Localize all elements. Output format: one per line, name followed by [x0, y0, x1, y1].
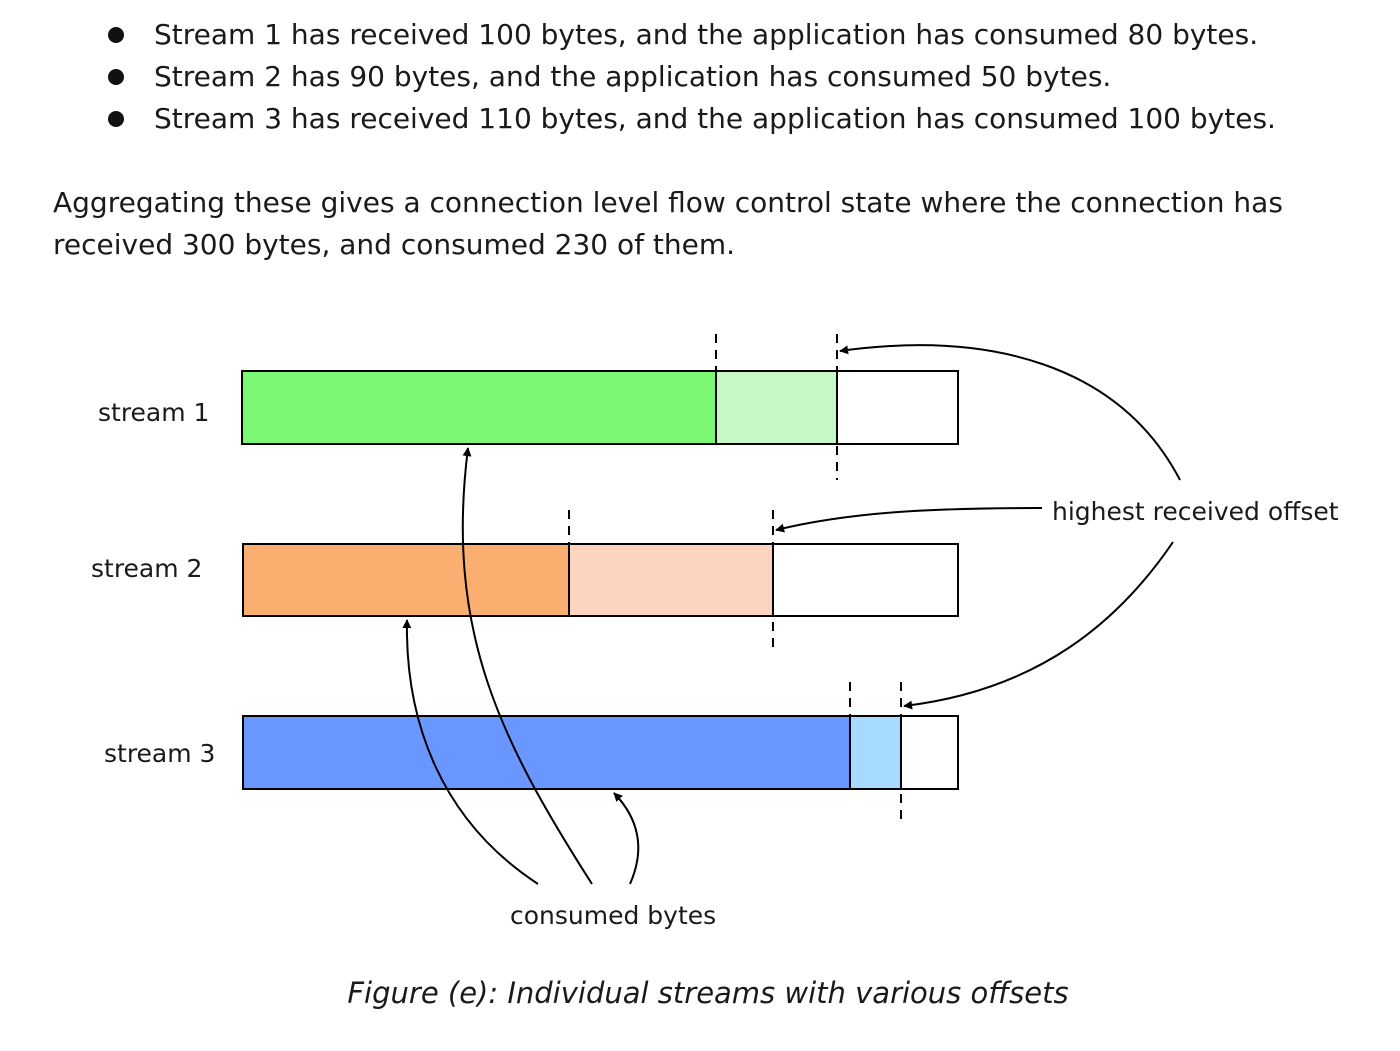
stream-bullet-list: Stream 1 has received 100 bytes, and the…	[100, 14, 1276, 140]
stream-2-free-segment	[772, 543, 959, 617]
stream-1-label: stream 1	[98, 398, 209, 427]
bullet-item: Stream 1 has received 100 bytes, and the…	[100, 14, 1276, 56]
highest-offset-arrow-stream-1	[839, 344, 1181, 481]
bullet-dot	[108, 111, 124, 127]
stream-1-consumed-segment	[241, 370, 717, 445]
bullet-text: Stream 2 has 90 bytes, and the applicati…	[154, 60, 1112, 93]
stream-2-consumed-segment	[242, 543, 570, 617]
stream-1-received-segment	[715, 370, 838, 445]
highest-offset-arrow-stream-2	[775, 507, 1043, 533]
bullet-text: Stream 3 has received 110 bytes, and the…	[154, 102, 1276, 135]
stream-1-free-segment	[836, 370, 959, 445]
highest-received-offset-label: highest received offset	[1052, 497, 1339, 526]
stream-3-received-segment	[849, 715, 902, 790]
stream-3-consumed-segment	[242, 715, 851, 790]
stream-2-label: stream 2	[91, 554, 202, 583]
bullet-item: Stream 2 has 90 bytes, and the applicati…	[100, 56, 1276, 98]
bullet-dot	[108, 69, 124, 85]
stream-3-free-segment	[900, 715, 959, 790]
aggregation-paragraph: Aggregating these gives a connection lev…	[53, 186, 1283, 261]
figure-caption: Figure (e): Individual streams with vari…	[347, 976, 1069, 1010]
consumed-bytes-label: consumed bytes	[510, 901, 716, 930]
bullet-dot	[108, 27, 124, 43]
consumed-arrow-stream-3	[613, 792, 640, 885]
stream-3-label: stream 3	[104, 739, 215, 768]
consumed-arrow-stream-2	[402, 619, 539, 885]
consumed-arrow-stream-1	[461, 447, 593, 885]
bullet-text: Stream 1 has received 100 bytes, and the…	[154, 18, 1259, 51]
highest-offset-arrow-stream-3	[903, 541, 1174, 710]
stream-2-received-segment	[568, 543, 774, 617]
bullet-item: Stream 3 has received 110 bytes, and the…	[100, 98, 1276, 140]
